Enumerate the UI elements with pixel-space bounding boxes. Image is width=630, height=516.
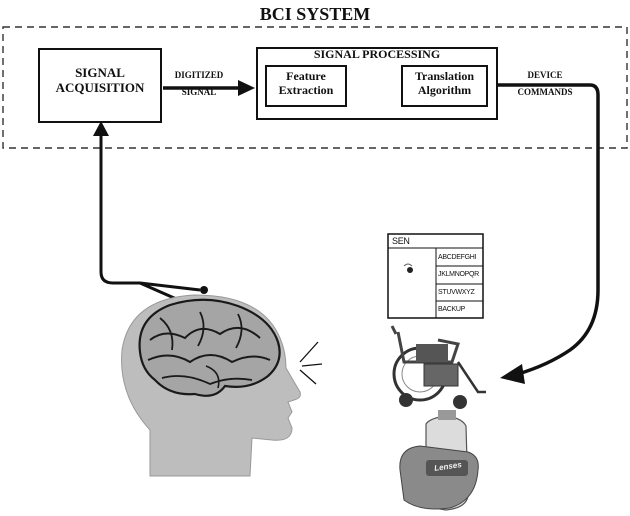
electrode-wire [99,128,207,314]
hand-with-bottle-photo [399,410,479,511]
signal-processing-title: SIGNAL PROCESSING [313,47,441,61]
speller-row-4: BACKUP [438,306,465,313]
speller-row-3: STUVWXYZ [438,289,475,296]
translation-algorithm-label: Translation Algorithm [414,69,475,97]
speller-row-1: ABCDEFGHI [438,254,477,261]
speller-header: SEN [392,236,410,246]
vision-lines [299,341,323,385]
electrode-dot-1 [200,286,208,294]
brain-illustration [138,298,281,397]
speller-display [387,233,484,319]
signal-acquisition-label: SIGNAL ACQUISITION [55,65,145,95]
device-commands-label: DEVICE COMMANDS [517,70,573,98]
wheelchair-illustration [390,325,486,409]
device-commands-arrow [498,83,600,376]
signal-acquisition-block [38,48,162,123]
diagram-title: BCI SYSTEM [259,4,371,24]
feature-extraction-block [265,65,347,107]
digitized-signal-label: DIGITIZED SIGNAL [174,70,224,98]
speller-row-2: JKLMNOPQR [438,271,479,278]
translation-algorithm-block [401,65,488,107]
bci-system-boundary [2,26,628,149]
feature-extraction-label: Feature Extraction [278,69,334,97]
